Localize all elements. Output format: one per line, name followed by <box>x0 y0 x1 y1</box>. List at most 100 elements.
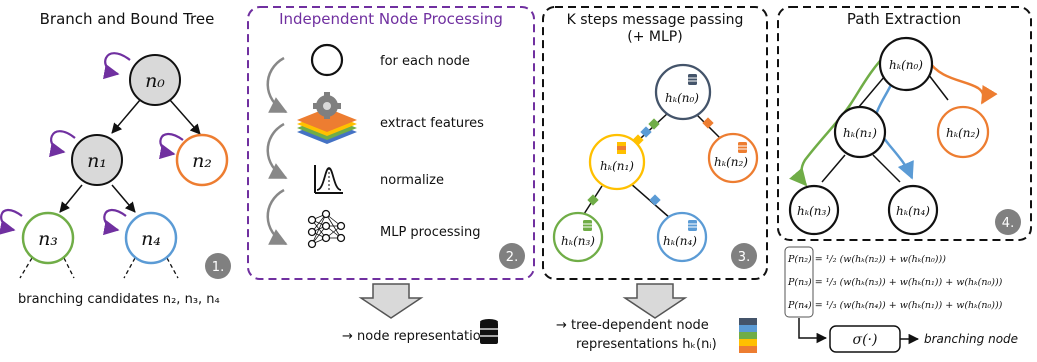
formula-bracket <box>784 246 814 318</box>
step-extract-features: extract features <box>380 116 484 131</box>
database-icon <box>480 319 498 344</box>
panel1-title: Branch and Bound Tree <box>40 10 215 28</box>
node-icon <box>310 43 344 77</box>
tree-node-n2-label: n₂ <box>192 150 212 172</box>
db-icon-n0 <box>688 74 697 85</box>
mp-node-n4-label: hₖ(n₄) <box>663 234 697 248</box>
db-icon-n1 <box>617 142 626 154</box>
self-loop-n1 <box>48 130 76 158</box>
sigma-input-arrow <box>798 318 828 344</box>
message-diamond <box>648 118 660 130</box>
pe-edge-n1-n3 <box>821 154 846 183</box>
path-to-n2 <box>926 59 998 105</box>
tree-node-n1 <box>71 134 123 186</box>
tree-node-n3 <box>21 211 75 265</box>
mlp-network-icon <box>307 209 346 249</box>
message-diamond <box>640 126 652 138</box>
formula-p-n4: P(n₄) = ¹/₃ (w(hₖ(n₄)) + w(hₖ(n₁)) + w(h… <box>787 300 1003 311</box>
message-diamond <box>587 194 599 206</box>
step-for-each-node: for each node <box>380 54 470 69</box>
pe-node-n3-label: hₖ(n₃) <box>797 204 831 218</box>
path-to-n3 <box>789 49 891 187</box>
mp-node-n0-label: hₖ(n₀) <box>665 91 699 105</box>
mp-node-n1-label: hₖ(n₁) <box>600 159 634 173</box>
tree-node-n2 <box>175 133 229 187</box>
sigma-label: σ(·) <box>853 332 878 348</box>
edge-n0-n1 <box>111 99 141 134</box>
stub-n4-right <box>166 257 179 279</box>
step-badge-1-label: 1. <box>212 260 224 275</box>
tree-node-n1-label: n₁ <box>87 150 107 172</box>
db-icon-n2 <box>738 142 747 153</box>
panel-branch-and-bound: Branch and Bound Tree n₀ n₁ n₂ n₃ n₄ 1. … <box>0 10 231 307</box>
panel-independent-processing: Independent Node Processing for each nod… <box>247 6 535 344</box>
panel3-title: K steps message passing <box>567 12 744 28</box>
branching-candidates-caption: branching candidates n₂, n₃, n₄ <box>18 292 220 307</box>
edge-n1-n4 <box>111 184 136 213</box>
down-arrow-3 <box>622 283 688 319</box>
pe-node-n3 <box>788 184 840 236</box>
panel4-title: Path Extraction <box>847 10 961 28</box>
step-badge-1 <box>205 253 231 279</box>
branching-node-result: branching node <box>924 332 1018 346</box>
pe-node-n2-label: hₖ(n₂) <box>946 126 980 140</box>
tree-node-n0 <box>129 54 181 106</box>
tree-node-n3-label: n₃ <box>38 228 58 250</box>
self-loop-n2 <box>158 133 184 160</box>
self-loop-n0 <box>102 52 131 80</box>
step-badge-2 <box>499 243 525 269</box>
formula-p-n3: P(n₃) = ¹/₃ (w(hₖ(n₃)) + w(hₖ(n₁)) + w(h… <box>787 277 1003 288</box>
flow-arrow-2 <box>266 122 288 180</box>
step-badge-4 <box>995 209 1021 235</box>
stub-n3-left <box>19 257 33 279</box>
panel-path-extraction: Path Extraction hₖ(n₀) hₖ(n₁) hₖ(n₂) hₖ(… <box>777 6 1032 353</box>
multicolor-database-icon <box>739 318 757 353</box>
flow-arrow-1 <box>266 56 288 114</box>
message-diamond <box>649 194 661 206</box>
step-normalize: normalize <box>380 173 444 188</box>
tree-node-n0-label: n₀ <box>145 70 165 92</box>
tree-node-n4 <box>124 211 178 265</box>
pe-node-n4 <box>887 184 939 236</box>
normalize-icon <box>314 165 343 194</box>
pe-node-n0-label: hₖ(n₀) <box>889 58 923 72</box>
panel3-border <box>542 6 768 280</box>
formula-p-n2: P(n₂) = ¹/₂ (w(hₖ(n₂)) + w(hₖ(n₀))) <box>787 254 946 265</box>
feature-layers-icon <box>297 92 357 144</box>
db-icon-n4 <box>688 220 697 231</box>
mp-node-n3-label: hₖ(n₃) <box>561 234 595 248</box>
panel4-border <box>777 6 1032 241</box>
message-diamond <box>702 117 714 129</box>
panel2-border <box>247 6 535 280</box>
pe-node-n0 <box>878 36 934 92</box>
down-arrow-2 <box>358 283 424 319</box>
tree-node-n4-label: n₄ <box>141 228 161 250</box>
step-badge-3-label: 3. <box>738 250 750 265</box>
step-badge-4-label: 4. <box>1002 216 1014 231</box>
tree-dependent-output-line2: representations hₖ(nᵢ) <box>576 337 717 352</box>
step-badge-3 <box>731 243 757 269</box>
pe-node-n1 <box>833 105 887 159</box>
self-loop-n3 <box>0 208 23 235</box>
tree-dependent-output: → tree-dependent node <box>556 318 709 333</box>
db-icon-n3 <box>583 220 592 231</box>
self-loop-n4 <box>102 208 127 236</box>
pe-node-n1-label: hₖ(n₁) <box>843 126 877 140</box>
step-badge-2-label: 2. <box>506 250 518 265</box>
stub-n4-left <box>123 257 136 279</box>
node-representation-output: → node representation <box>342 329 489 344</box>
panel-message-passing: K steps message passing (+ MLP) hₖ(n₀) h… <box>542 6 768 353</box>
panel3-subtitle: (+ MLP) <box>627 29 682 45</box>
stub-n3-right <box>63 257 75 279</box>
pe-edge-n1-n4 <box>872 154 901 183</box>
edge-n0-n2 <box>169 99 201 135</box>
pe-node-n4-label: hₖ(n₄) <box>896 204 930 218</box>
pe-node-n2 <box>936 105 990 159</box>
mp-node-n1 <box>588 133 646 191</box>
mp-node-n2-label: hₖ(n₂) <box>714 155 748 169</box>
flow-arrow-3 <box>266 188 288 246</box>
edge-n1-n3 <box>59 184 83 213</box>
panel2-title: Independent Node Processing <box>279 10 503 28</box>
step-mlp-processing: MLP processing <box>380 225 481 240</box>
